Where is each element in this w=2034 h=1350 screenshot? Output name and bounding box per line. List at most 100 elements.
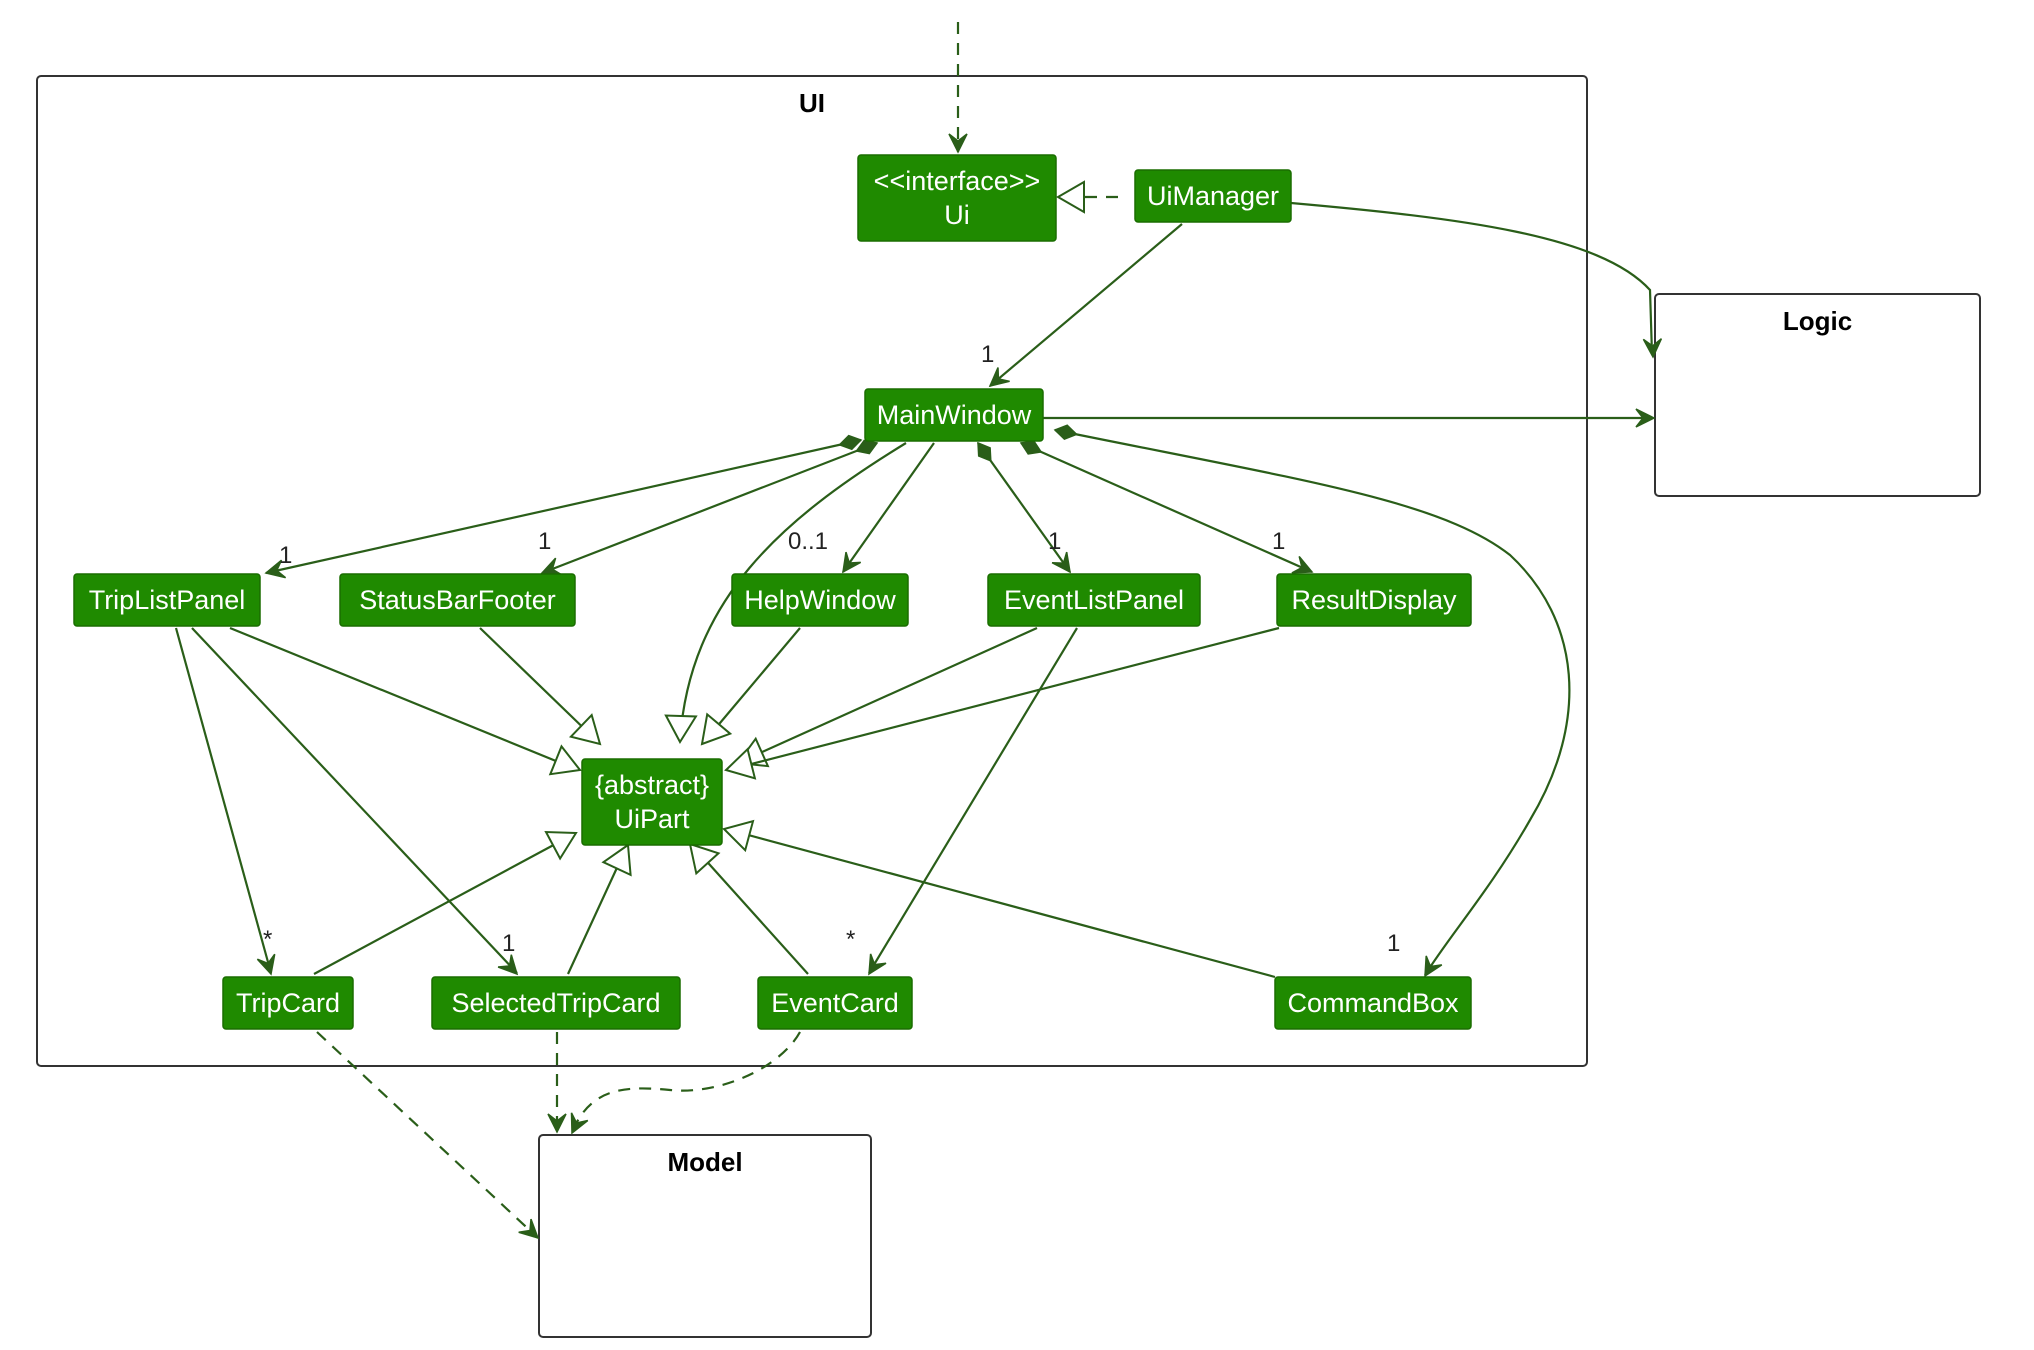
edge-resultdisplay-to-uipart-line (727, 626, 1280, 772)
edge-mainwindow-to-resultdisplay (1019, 440, 1314, 574)
edge-tripcard-to-model-line (316, 1031, 539, 1239)
class-uimanager-box (1134, 169, 1292, 223)
edge-external-to-ui_iface (948, 22, 968, 154)
class-tripcard[interactable]: TripCard (222, 976, 354, 1030)
edge-uimanager-to-logic-line (1290, 201, 1654, 355)
package-logic-frame (1654, 293, 1981, 497)
edge-mainwindow-to-triplistpanel (264, 434, 863, 579)
edge-mainwindow-to-resultdisplay-multiplicity: 1 (1272, 528, 1285, 555)
edge-mainwindow-to-resultdisplay-arrowhead (1291, 556, 1314, 574)
class-selectedtripcard-box (431, 976, 681, 1030)
class-triplistpanel-label-0: TripListPanel (89, 585, 246, 615)
edge-uimanager-to-ui_iface (1055, 180, 1118, 214)
edge-selectedtripcard-to-uipart-triangle-head (601, 843, 632, 877)
edge-helpwindow-to-uipart-triangle-head (700, 712, 733, 746)
edge-tripcard-to-uipart (313, 830, 578, 975)
edge-mainwindow-to-uipart-line (678, 442, 907, 741)
edge-mainwindow-to-statusbarfooter-line (541, 441, 878, 575)
edge-commandbox-to-uipart (722, 819, 1276, 979)
edge-eventcard-to-model (570, 1031, 801, 1135)
class-uipart[interactable]: {abstract}UiPart (581, 758, 723, 846)
edge-mainwindow-to-logic (1043, 408, 1656, 428)
package-ui-title: UI (799, 88, 825, 118)
edge-mainwindow-to-eventlistpanel-multiplicity: 1 (1048, 528, 1061, 555)
class-ui_iface[interactable]: <<interface>>Ui (857, 154, 1057, 242)
class-uimanager-label-0: UiManager (1147, 181, 1279, 211)
class-triplistpanel[interactable]: TripListPanel (73, 573, 261, 627)
class-uimanager[interactable]: UiManager (1134, 169, 1292, 223)
edge-tripcard-to-model (316, 1031, 540, 1240)
edge-triplistpanel-to-selectedtripcard-arrowhead (497, 954, 519, 976)
edge-eventcard-to-model-line (570, 1031, 801, 1133)
edge-mainwindow-to-uipart-triangle-head (664, 714, 698, 745)
edge-mainwindow-to-eventlistpanel-composition-diamond (977, 441, 992, 463)
edge-triplistpanel-to-tripcard-multiplicity: * (263, 926, 272, 953)
edge-commandbox-to-uipart-triangle-head (722, 819, 755, 853)
class-eventcard[interactable]: EventCard (757, 976, 913, 1030)
edge-mainwindow-to-triplistpanel-multiplicity: 1 (279, 542, 292, 569)
edge-mainwindow-to-commandbox-arrowhead (1424, 955, 1443, 978)
class-uipart-box (581, 758, 723, 846)
edge-eventcard-to-uipart (688, 842, 809, 975)
class-mainwindow-box (864, 388, 1044, 442)
class-eventlistpanel-label-0: EventListPanel (1004, 585, 1184, 615)
class-eventlistpanel[interactable]: EventListPanel (987, 573, 1201, 627)
edge-eventcard-to-model-arrowhead (570, 1112, 589, 1135)
edge-triplistpanel-to-uipart-triangle-head (548, 744, 582, 776)
edge-helpwindow-to-uipart-line (703, 627, 801, 743)
class-ui_iface-label-1: Ui (944, 200, 970, 230)
package-model-frame (538, 1134, 872, 1338)
package-ui-frame (36, 75, 1588, 1067)
class-commandbox-label-0: CommandBox (1287, 988, 1459, 1018)
edge-mainwindow-to-resultdisplay-line (1020, 441, 1313, 574)
edge-triplistpanel-to-tripcard (174, 627, 276, 976)
edge-uimanager-to-mainwindow-multiplicity: 1 (981, 341, 994, 368)
edge-statusbarfooter-to-uipart-triangle-head (568, 713, 602, 746)
edge-mainwindow-to-eventlistpanel-arrowhead (1051, 551, 1071, 574)
class-statusbarfooter[interactable]: StatusBarFooter (339, 573, 576, 627)
edge-mainwindow-to-triplistpanel-line (265, 438, 862, 575)
edge-commandbox-to-uipart-line (725, 827, 1276, 979)
class-selectedtripcard[interactable]: SelectedTripCard (431, 976, 681, 1030)
edge-mainwindow-to-logic-arrowhead (1635, 408, 1656, 428)
class-resultdisplay[interactable]: ResultDisplay (1276, 573, 1472, 627)
package-logic-title: Logic (1783, 306, 1852, 336)
edge-triplistpanel-to-uipart-line (229, 626, 579, 772)
edge-selectedtripcard-to-model-arrowhead (547, 1113, 567, 1134)
class-tripcard-label-0: TripCard (236, 988, 340, 1018)
edge-eventlistpanel-to-uipart-line (739, 626, 1038, 764)
class-uipart-label-1: UiPart (614, 804, 690, 834)
edge-mainwindow-to-commandbox (1053, 424, 1571, 978)
edge-eventcard-to-uipart-triangle-head (688, 842, 721, 876)
edge-resultdisplay-to-uipart-triangle-head (724, 747, 757, 780)
edge-statusbarfooter-to-uipart-line (479, 627, 599, 743)
edge-uimanager-to-mainwindow-arrowhead (988, 367, 1010, 388)
class-statusbarfooter-label-0: StatusBarFooter (359, 585, 556, 615)
class-commandbox-box (1274, 976, 1472, 1030)
class-ui_iface-box (857, 154, 1057, 242)
edge-statusbarfooter-to-uipart (479, 627, 602, 746)
class-mainwindow[interactable]: MainWindow (864, 388, 1044, 442)
edge-resultdisplay-to-uipart (724, 626, 1280, 780)
edge-mainwindow-to-helpwindow-line (842, 442, 935, 573)
edge-selectedtripcard-to-model (547, 1032, 567, 1134)
edge-mainwindow-to-commandbox-composition-diamond (1053, 424, 1078, 440)
edge-uimanager-to-mainwindow-line (989, 223, 1183, 387)
class-tripcard-box (222, 976, 354, 1030)
edge-triplistpanel-to-tripcard-arrowhead (256, 953, 276, 976)
class-triplistpanel-box (73, 573, 261, 627)
edge-external-to-ui_iface-arrowhead (948, 133, 968, 154)
edge-triplistpanel-to-selectedtripcard-line (191, 627, 518, 974)
package-logic: Logic (1654, 293, 1981, 497)
edge-tripcard-to-model-arrowhead (518, 1218, 540, 1240)
edge-mainwindow-to-helpwindow (842, 442, 935, 574)
edge-triplistpanel-to-selectedtripcard (191, 627, 519, 976)
class-helpwindow[interactable]: HelpWindow (731, 573, 909, 627)
edge-eventlistpanel-to-eventcard-multiplicity: * (846, 926, 855, 953)
class-commandbox[interactable]: CommandBox (1274, 976, 1472, 1030)
edge-mainwindow-to-helpwindow-arrowhead (842, 551, 862, 574)
edge-triplistpanel-to-uipart (229, 626, 582, 776)
class-eventlistpanel-box (987, 573, 1201, 627)
class-resultdisplay-box (1276, 573, 1472, 627)
